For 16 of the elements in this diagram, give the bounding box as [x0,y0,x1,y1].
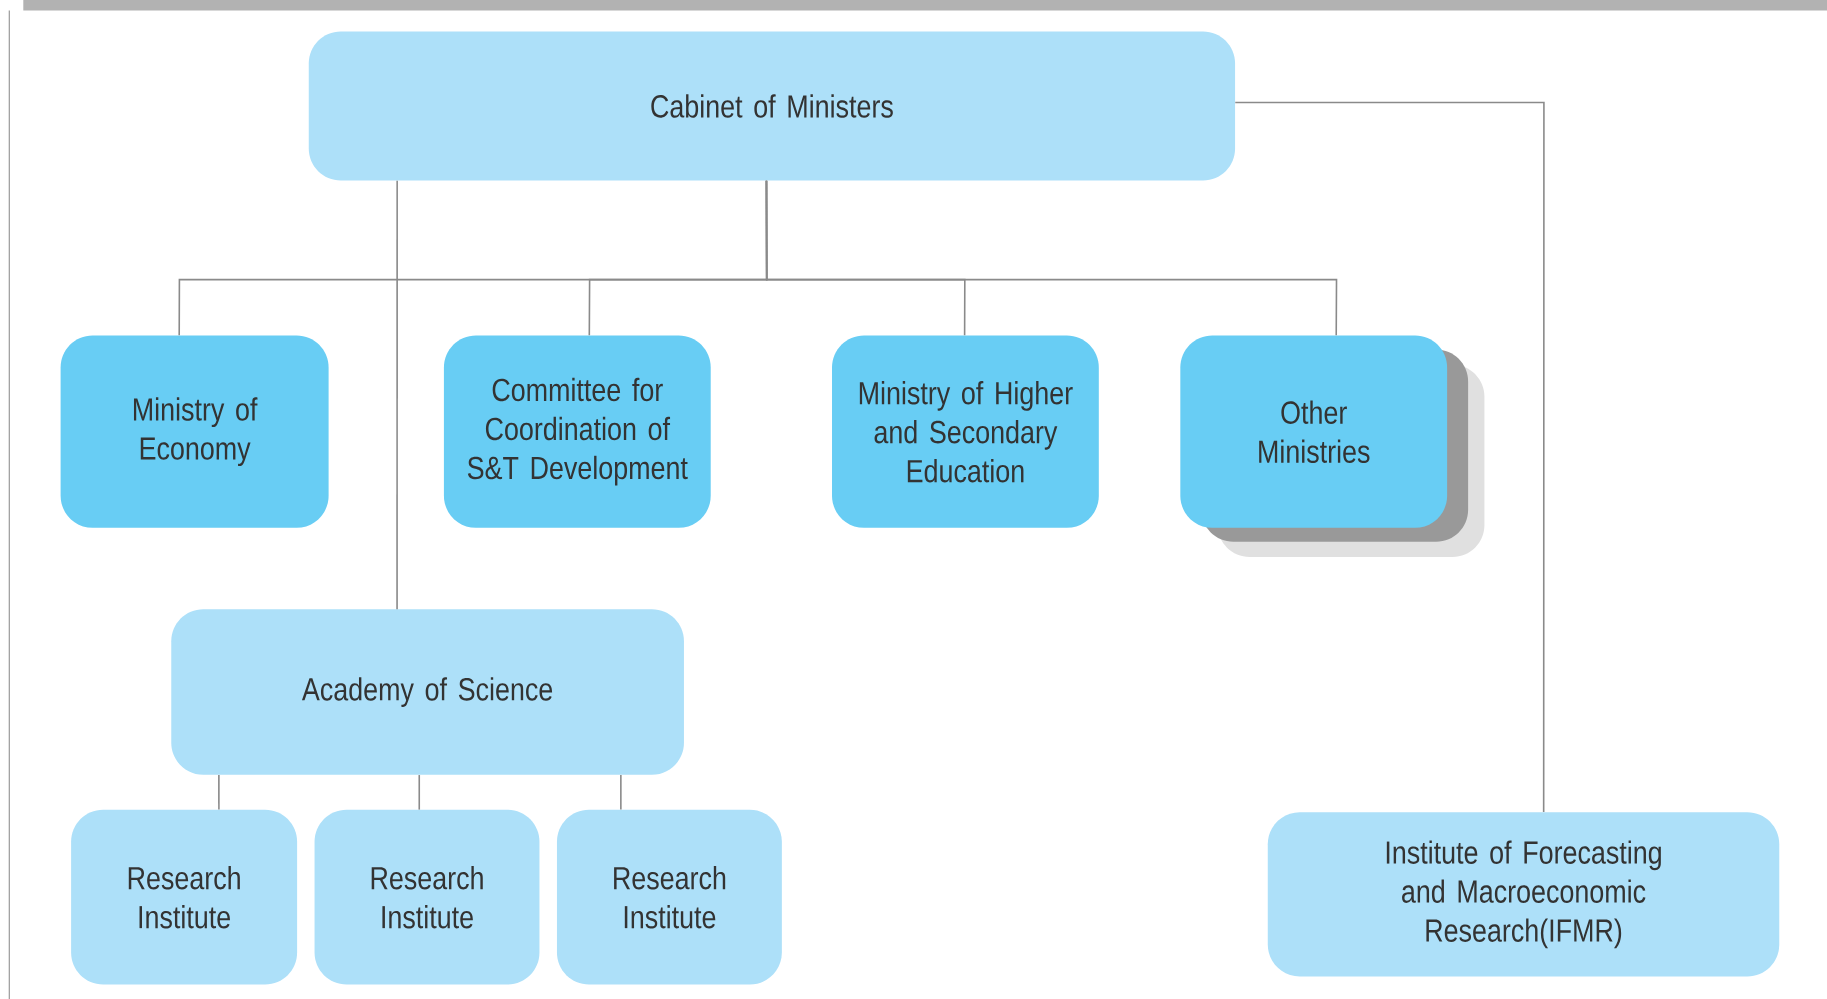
org-box: Ministry of Economy [60,335,329,528]
org-box: Cabinet of Ministers [308,31,1236,181]
org-box: Research Institute [314,809,540,985]
connector-line [418,774,421,811]
connector-line [765,179,1338,337]
org-box: Other Ministries [1180,335,1485,557]
connector-line [1234,101,1545,813]
org-box: Academy of Science [171,609,684,775]
connector-line [396,179,398,610]
org-box: Committee for Coordination of S&T Development [443,335,711,528]
connector-line [218,774,220,811]
connector-line [620,774,622,811]
org-box: Research Institute [71,809,298,985]
org-box: Ministry of Higher and Secondary Education [832,335,1099,528]
org-box: Institute of Forecasting and Macroeconomic Research(IFMR) [1267,812,1780,977]
org-box: Research Institute [556,809,782,985]
